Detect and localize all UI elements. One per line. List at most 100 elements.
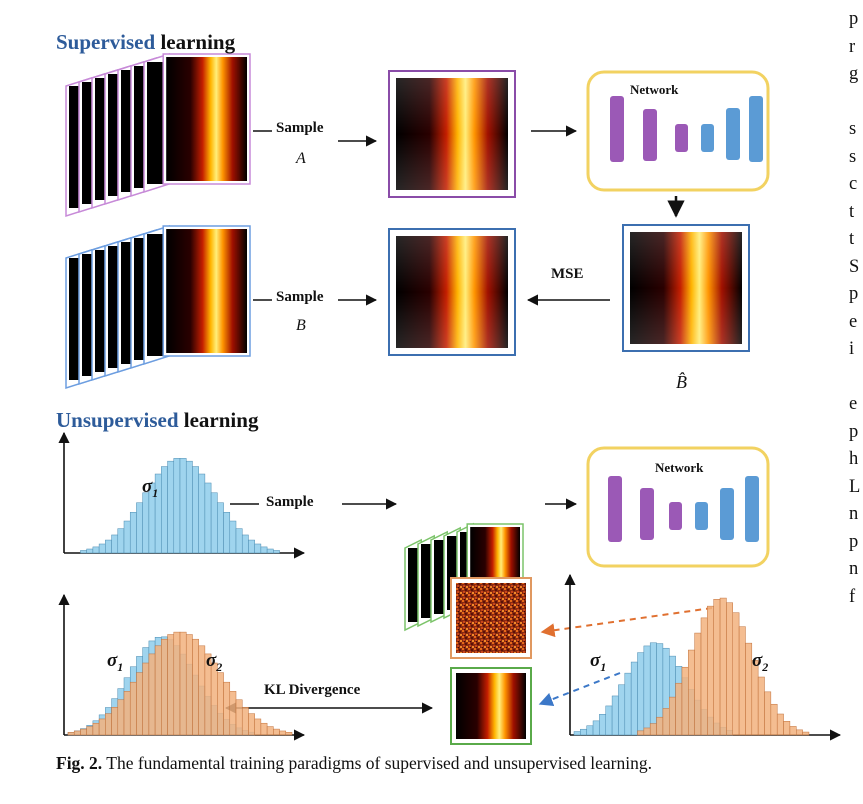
- histogram-bar: [630, 661, 638, 736]
- histogram-bar: [732, 612, 740, 736]
- histogram-bar: [192, 638, 199, 736]
- histogram-separated: [564, 573, 842, 741]
- stack-front-frame: [162, 53, 251, 185]
- histogram-bar: [586, 725, 594, 736]
- histogram-bar: [123, 520, 131, 554]
- histogram-bar: [179, 458, 187, 554]
- body-fragment: s: [849, 119, 857, 139]
- sample-a-label: Sample: [276, 120, 324, 136]
- sample-b-var: B: [296, 317, 306, 334]
- generated-image: [450, 667, 532, 745]
- body-fragment: c: [849, 174, 858, 194]
- network-label-bottom: Network: [655, 460, 704, 475]
- histogram-bar: [783, 721, 791, 736]
- sample-a-image: [388, 70, 516, 198]
- body-fragment: p: [849, 421, 859, 442]
- histogram-bar: [254, 543, 262, 554]
- histogram-bar: [111, 706, 119, 736]
- histogram-bar: [185, 460, 193, 554]
- histogram-bar: [111, 534, 119, 554]
- body-fragment: s: [849, 146, 857, 167]
- histogram-bar: [713, 599, 721, 736]
- b-hat-label: B̂: [676, 372, 687, 392]
- histogram-bar: [248, 713, 255, 736]
- network-bottom: [586, 446, 770, 568]
- sigma2-bl: σ2: [206, 650, 223, 674]
- histogram-bar: [129, 681, 137, 736]
- histogram-bar: [669, 696, 676, 736]
- network-label-top: Network: [630, 82, 679, 97]
- histogram-bar: [192, 466, 199, 554]
- noise-image: [450, 577, 532, 659]
- histogram-bar: [105, 713, 112, 736]
- histogram-bar: [770, 703, 778, 736]
- histogram-bar: [198, 473, 206, 554]
- body-fragment: p: [849, 284, 859, 304]
- histogram-bar: [210, 492, 218, 554]
- histogram-bar: [605, 705, 613, 736]
- histogram-bar: [185, 634, 193, 736]
- histogram-bar: [789, 726, 797, 736]
- mse-label: MSE: [551, 266, 584, 282]
- body-fragment: t: [849, 201, 855, 222]
- histogram-bar: [643, 645, 651, 736]
- histogram-bar: [694, 632, 702, 736]
- histogram-bar: [136, 502, 143, 554]
- histogram-bar: [80, 550, 87, 554]
- body-fragment: p: [849, 9, 859, 29]
- histogram-bar: [235, 528, 243, 554]
- histogram-bar: [73, 730, 81, 736]
- body-fragment: h: [849, 449, 859, 469]
- body-fragment: [849, 364, 863, 392]
- histogram-bar: [260, 722, 268, 736]
- histogram-bar: [117, 699, 125, 736]
- body-fragment: S: [849, 256, 860, 277]
- histogram-bar: [700, 617, 708, 736]
- histogram-bar: [656, 716, 664, 736]
- histogram-bar: [266, 548, 274, 554]
- histogram-bar: [624, 672, 632, 736]
- histogram-bar: [649, 642, 657, 736]
- histogram-bar: [161, 638, 168, 736]
- histogram-bar: [675, 682, 683, 736]
- histogram-bar: [637, 730, 645, 736]
- sigma1-br: σ1: [590, 650, 607, 674]
- histogram-bar: [173, 458, 181, 554]
- histogram-bar: [154, 645, 162, 736]
- histogram-bar: [738, 626, 746, 736]
- body-fragment: p: [849, 531, 859, 552]
- histogram-bar: [198, 645, 206, 736]
- histogram-bar: [148, 653, 156, 736]
- histogram-bar: [129, 512, 137, 554]
- histogram-bar: [643, 727, 651, 736]
- histogram-bar: [142, 492, 150, 554]
- histogram-bar: [802, 731, 810, 736]
- histogram-bar: [796, 729, 803, 736]
- histogram-bar: [204, 482, 212, 554]
- body-fragment: L: [849, 476, 861, 497]
- histogram-sigma1: [58, 431, 306, 559]
- supervised-heading: Supervised learning: [56, 30, 236, 54]
- body-fragment: e: [849, 311, 858, 332]
- figure-caption: Fig. 2. The fundamental training paradig…: [56, 753, 652, 773]
- stack-front-frame: [162, 225, 251, 357]
- histogram-bar: [248, 539, 255, 554]
- histogram-bar: [173, 631, 181, 736]
- histogram-bar: [117, 528, 125, 554]
- histogram-bar: [580, 728, 587, 736]
- histogram-bar: [105, 539, 112, 554]
- histogram-bar: [726, 602, 734, 736]
- histogram-bar: [167, 634, 175, 736]
- histogram-bar: [92, 546, 100, 554]
- histogram-bar: [86, 726, 94, 736]
- histogram-bar: [279, 730, 287, 736]
- histogram-bar: [764, 691, 772, 736]
- histogram-bar: [161, 466, 168, 554]
- histogram-bar: [649, 723, 657, 736]
- histogram-bar: [142, 662, 150, 736]
- histogram-bar: [260, 546, 268, 554]
- histogram-bar: [217, 502, 224, 554]
- histogram-bar: [611, 695, 619, 736]
